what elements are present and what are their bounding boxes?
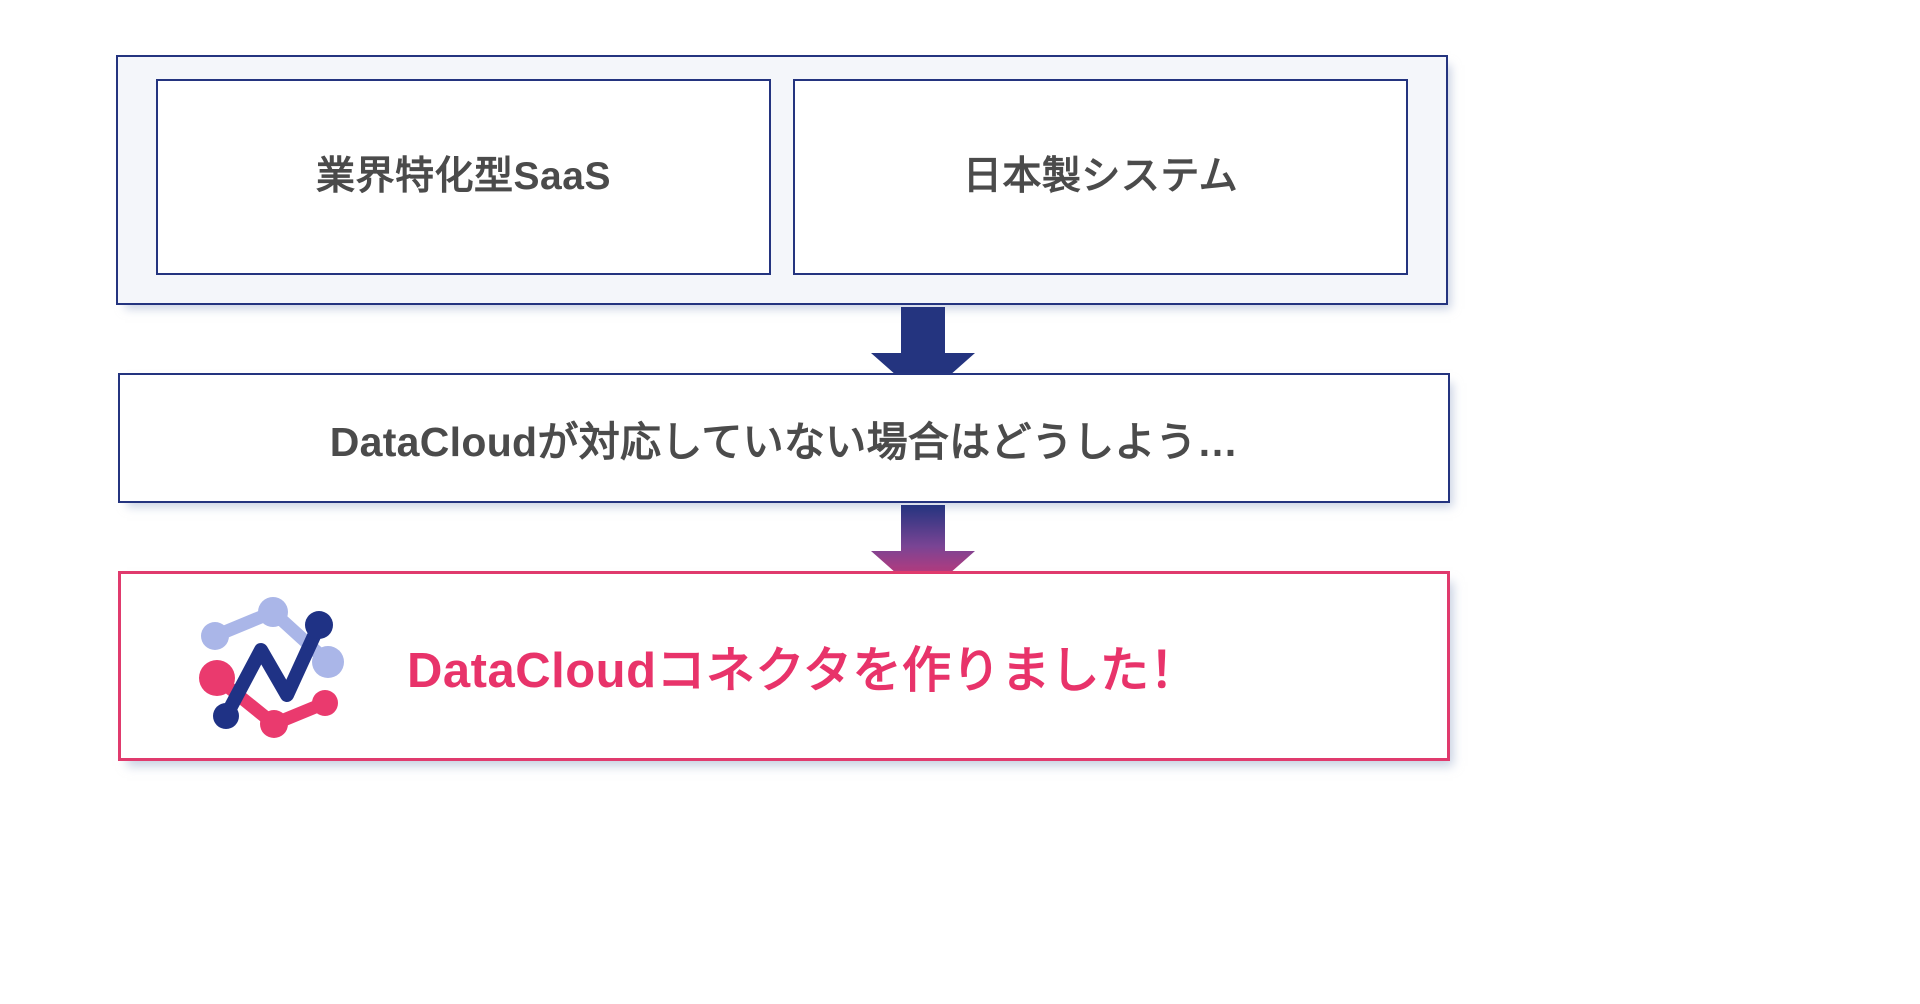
network-chart-logo-icon xyxy=(195,590,355,742)
problem-statement-label: DataCloudが対応していない場合はどうしよう… xyxy=(329,419,1239,465)
solution-label: DataCloudコネクタを作りました！ xyxy=(407,643,1200,698)
top-feature-group: 業界特化型SaaS 日本製システム xyxy=(116,55,1448,305)
top-cell-japanese-system[interactable]: 日本製システム xyxy=(793,79,1408,275)
solution-box[interactable]: DataCloudコネクタを作りました！ xyxy=(118,571,1450,761)
top-cell-label: 日本製システム xyxy=(962,154,1239,198)
top-cell-label: 業界特化型SaaS xyxy=(316,154,611,198)
top-cell-industry-saas[interactable]: 業界特化型SaaS xyxy=(156,79,771,275)
problem-statement-box[interactable]: DataCloudが対応していない場合はどうしよう… xyxy=(118,373,1450,503)
